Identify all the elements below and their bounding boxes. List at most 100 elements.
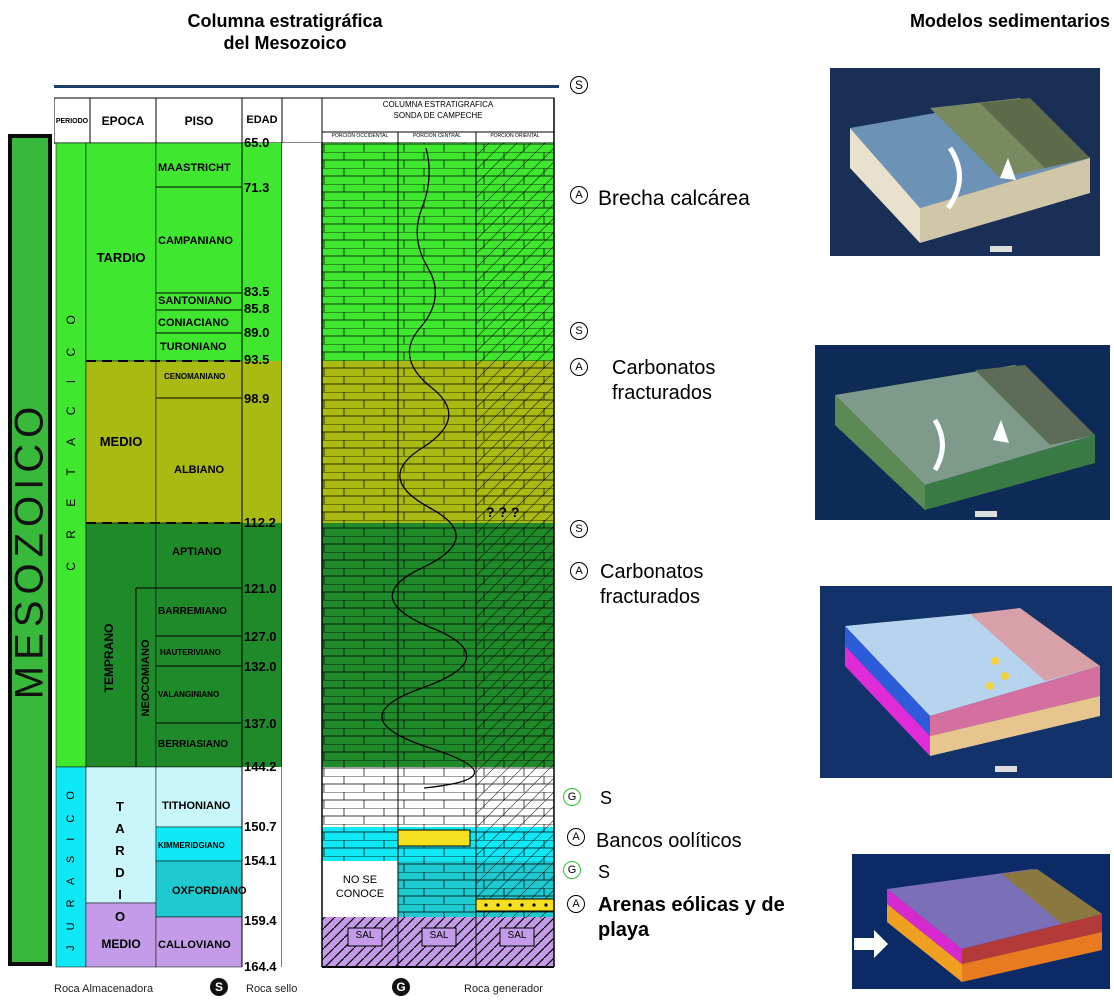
age-label: 83.5 <box>244 284 270 299</box>
stage-aptiano: APTIANO <box>172 546 222 558</box>
epoch-tardio-jur: T A R D I O <box>108 774 132 950</box>
seal-text: S <box>600 788 613 808</box>
age-label: 159.4 <box>244 913 277 928</box>
period-jurasico: J U R A S I C O <box>56 778 86 958</box>
column-title-line1: Columna estratigráfica <box>187 11 383 31</box>
age-label: 154.1 <box>244 853 277 868</box>
header-portion-east: PORCION ORIENTAL <box>490 133 540 139</box>
reservoir-symbol: A <box>570 186 588 204</box>
column-title-line2: del Mesozoico <box>223 33 347 53</box>
age-label: 85.8 <box>244 301 270 316</box>
reservoir-symbol: A <box>570 562 588 580</box>
period-cretacico-label: C R E T A C I C O <box>64 305 78 571</box>
epoch-tardio-cret: TARDIO <box>96 250 146 265</box>
block-diagram-icon <box>820 586 1112 778</box>
header-portion-west: PORCION OCCIDENTAL <box>331 133 389 139</box>
source-rock-symbol: G <box>563 788 581 806</box>
stage-oxfordiano: OXFORDIANO <box>172 885 247 897</box>
sedimentary-model-image-1 <box>830 68 1100 256</box>
footer-roca-generadora: Roca generador <box>464 983 543 995</box>
header-column-title-2: SONDA DE CAMPECHE <box>393 111 483 120</box>
salt-label: SAL <box>429 930 449 941</box>
bancos-label: Bancos oolíticos <box>596 830 742 852</box>
block-diagram-icon <box>815 345 1110 520</box>
column-title: Columna estratigráfica del Mesozoico <box>150 10 420 54</box>
seal-text: S <box>598 862 611 882</box>
age-label: 89.0 <box>244 325 270 340</box>
age-label: 71.3 <box>244 180 270 195</box>
stage-barremiano: BARREMIANO <box>158 606 227 617</box>
epoch-temprano: TEMPRANO <box>94 588 124 728</box>
age-label: 127.0 <box>244 629 277 644</box>
stage-berriasiano: BERRIASIANO <box>158 739 229 750</box>
age-label: 150.7 <box>244 819 277 834</box>
stage-albiano: ALBIANO <box>174 464 225 476</box>
carbonatos-label-1: Carbonatos fracturados <box>612 356 715 406</box>
epoch-neocomiano-label: NEOCOMIANO <box>140 639 152 717</box>
stage-santoniano: SANTONIANO <box>158 295 232 307</box>
epoch-neocomiano: NEOCOMIANO <box>136 598 156 758</box>
mesozoico-bar: MESOZOICO <box>8 134 52 966</box>
mesozoico-label: MESOZOICO <box>7 400 52 700</box>
stratigraphic-svg <box>54 97 555 968</box>
age-label: 65.0 <box>244 135 270 150</box>
arenas-label-line2: playa <box>598 919 650 941</box>
stage-hauteriviano: HAUTERIVIANO <box>160 648 221 657</box>
unknown-question-marks: ? ? ? <box>486 504 520 520</box>
carbonatos-label-2: Carbonatos fracturados <box>600 560 703 610</box>
no-se-conoce-line2: CONOCE <box>335 888 385 900</box>
carbonatos-label-2-line1: Carbonatos <box>600 561 704 583</box>
stage-coniaciano: CONIACIANO <box>158 317 229 329</box>
source-rock-symbol: G <box>563 861 581 879</box>
age-label: 137.0 <box>244 716 277 731</box>
stage-campaniano: CAMPANIANO <box>158 235 233 247</box>
header-column-title-1: COLUMNA ESTRATIGRAFICA <box>382 100 494 109</box>
footer-source-symbol: G <box>392 978 410 996</box>
carbonatos-label-1-line1: Carbonatos <box>612 357 716 379</box>
salt-label: SAL <box>507 930 527 941</box>
header-piso: PISO <box>184 114 214 128</box>
epoch-medio-jur: MEDIO <box>101 937 141 951</box>
header-periodo: PERIODO <box>55 118 89 125</box>
age-label: 132.0 <box>244 659 277 674</box>
age-label: 164.4 <box>244 959 277 974</box>
models-title: Modelos sedimentarios <box>909 11 1110 31</box>
period-cretacico: C R E T A C I C O <box>56 248 86 628</box>
sedimentary-model-image-4 <box>852 854 1110 989</box>
no-se-conoce-line1: NO SE <box>342 874 378 886</box>
stage-calloviano: CALLOVIANO <box>158 939 231 951</box>
carbonatos-label-2-line2: fracturados <box>600 586 701 608</box>
block-diagram-icon <box>830 68 1100 256</box>
epoch-temprano-label: TEMPRANO <box>102 623 116 693</box>
header-portion-center: PORCION CENTRAL <box>412 133 462 139</box>
block-diagram-icon <box>852 854 1110 989</box>
arenas-label-line1: Arenas eólicas y de <box>598 894 785 916</box>
sedimentary-model-image-2 <box>815 345 1110 520</box>
stratigraphic-table: PERIODO EPOCA PISO EDAD COLUMNA ESTRATIG… <box>54 85 559 976</box>
seal-symbol: S <box>570 76 588 94</box>
sedimentary-model-image-3 <box>820 586 1112 778</box>
epoch-tardio-jur-label: T A R D I O <box>114 799 126 924</box>
stage-tithoniano: TITHONIANO <box>162 800 231 812</box>
age-label: 98.9 <box>244 391 270 406</box>
salt-label: SAL <box>355 930 375 941</box>
carbonatos-label-1-line2: fracturados <box>612 382 713 404</box>
header-epoca: EPOCA <box>101 114 145 128</box>
header-edad: EDAD <box>246 114 278 126</box>
stage-valanginiano: VALANGINIANO <box>158 690 220 699</box>
epoch-medio-cret: MEDIO <box>99 434 143 449</box>
reservoir-symbol: A <box>570 358 588 376</box>
reservoir-symbol: A <box>567 895 585 913</box>
age-label: 121.0 <box>244 581 277 596</box>
stage-cenomaniano: CENOMANIANO <box>164 372 226 381</box>
stage-turoniano: TURONIANO <box>160 341 227 353</box>
seal-symbol: S <box>570 322 588 340</box>
footer-roca-almacenadora: Roca Almacenadora <box>54 983 154 995</box>
brecha-label: Brecha calcárea <box>598 187 750 210</box>
footer-roca-sello: Roca sello <box>246 983 298 995</box>
stage-maastricht: MAASTRICHT <box>158 162 231 174</box>
stage-kimmeridgiano: KIMMERIDGIANO <box>158 841 225 850</box>
period-jurasico-label: J U R A S I C O <box>65 785 77 951</box>
age-label: 93.5 <box>244 352 270 367</box>
age-label: 112.2 <box>244 515 276 530</box>
